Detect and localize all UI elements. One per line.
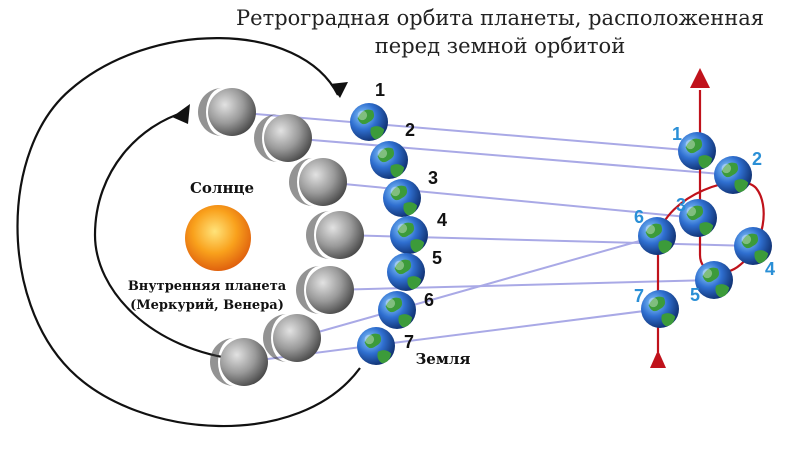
earth-number-3: 3 xyxy=(428,168,438,188)
earth-4 xyxy=(390,216,428,254)
path-start-arrow-icon xyxy=(650,350,666,368)
inner-planet-1 xyxy=(198,88,256,136)
apparent-number-2: 2 xyxy=(752,149,762,169)
title-line-2: перед земной орбитой xyxy=(374,34,626,58)
earth-7 xyxy=(357,327,395,365)
earth-number-4: 4 xyxy=(437,210,447,230)
earth-3 xyxy=(383,179,421,217)
earth-label: Земля xyxy=(415,350,470,368)
sun xyxy=(185,205,251,271)
earth-number-6: 6 xyxy=(424,290,434,310)
apparent-number-6: 6 xyxy=(634,207,644,227)
apparent-position-numbers: 1 2 3 4 5 6 7 xyxy=(634,124,775,306)
title-line-1: Ретроградная орбита планеты, расположенн… xyxy=(236,6,764,30)
earth-1 xyxy=(350,103,388,141)
apparent-planet-3 xyxy=(679,199,717,237)
inner-planet-5 xyxy=(296,266,354,314)
sight-lines xyxy=(231,111,754,363)
sight-line-2 xyxy=(287,137,734,176)
apparent-planet-1 xyxy=(678,132,716,170)
earth-6 xyxy=(378,291,416,329)
sight-line-5 xyxy=(329,279,715,291)
inner-planet-4 xyxy=(306,211,364,259)
apparent-planet-5 xyxy=(695,261,733,299)
apparent-planet-6 xyxy=(638,217,676,255)
apparent-number-4: 4 xyxy=(765,259,775,279)
inner-planet-3 xyxy=(289,158,347,206)
apparent-positions xyxy=(638,132,772,328)
sun-label: Солнце xyxy=(190,179,254,197)
apparent-planet-4 xyxy=(734,227,772,265)
inner-planet-orbit xyxy=(93,110,243,362)
inner-orbit-arrow-icon xyxy=(172,104,190,124)
inner-planet-2 xyxy=(254,114,312,162)
path-end-arrow-icon xyxy=(690,68,710,88)
earth-number-5: 5 xyxy=(432,248,442,268)
diagram-title: Ретроградная орбита планеты, расположенн… xyxy=(205,4,795,60)
sight-line-6 xyxy=(296,235,658,339)
earth-5 xyxy=(387,253,425,291)
earth-positions xyxy=(350,103,428,365)
earth-number-1: 1 xyxy=(375,80,385,100)
inner-planet-positions xyxy=(198,88,364,386)
earth-orbit-arrow-icon xyxy=(330,82,348,98)
apparent-planet-2 xyxy=(714,156,752,194)
inner-planet-7 xyxy=(210,338,268,386)
sight-line-3 xyxy=(322,181,699,219)
apparent-number-7: 7 xyxy=(634,286,644,306)
sight-line-1 xyxy=(231,111,698,152)
earth-number-7: 7 xyxy=(404,332,414,352)
inner-planet-label-line-1: Внутренняя планета xyxy=(128,279,287,294)
earth-orbit xyxy=(16,37,361,428)
orbits xyxy=(16,37,361,428)
earth-2 xyxy=(370,141,408,179)
apparent-number-5: 5 xyxy=(690,285,700,305)
inner-planet-label-line-2: (Меркурий, Венера) xyxy=(130,298,284,313)
apparent-number-1: 1 xyxy=(672,124,682,144)
inner-planet-6 xyxy=(263,314,321,362)
apparent-planet-7 xyxy=(641,290,679,328)
earth-number-2: 2 xyxy=(405,120,415,140)
apparent-number-3: 3 xyxy=(676,195,686,215)
earth-position-numbers: 12 3 4 5 6 7 xyxy=(375,80,447,352)
